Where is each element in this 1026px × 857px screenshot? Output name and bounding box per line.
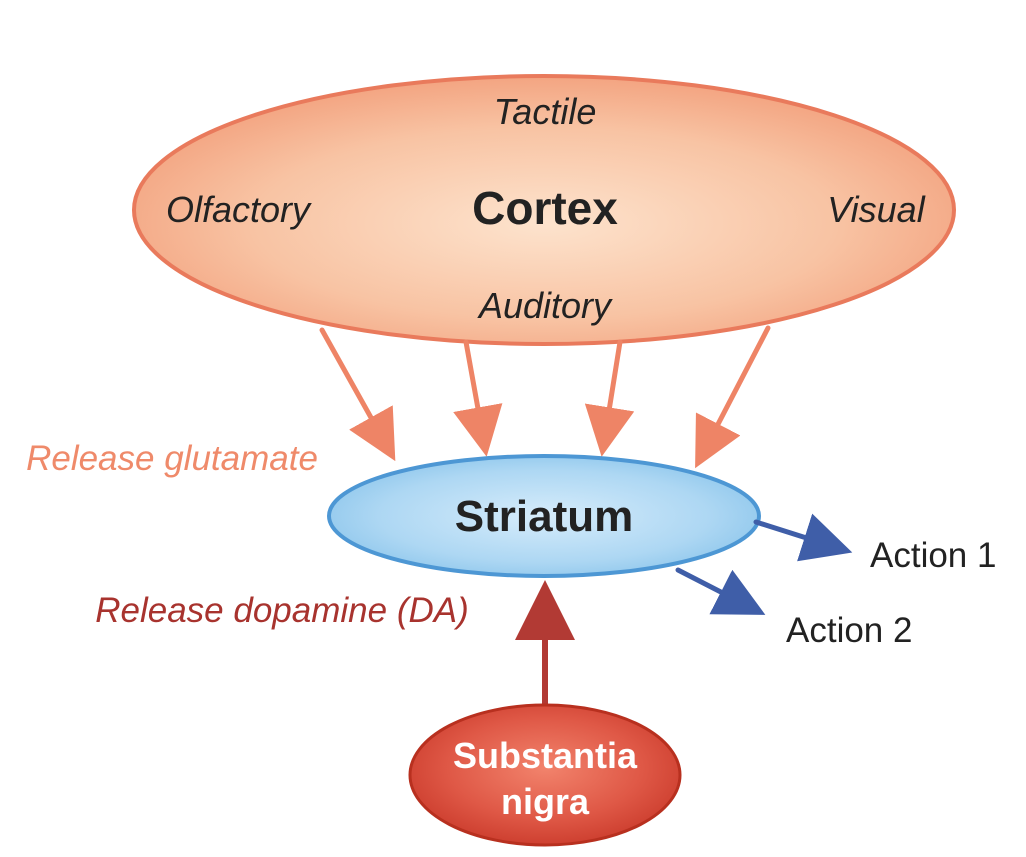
striatum-ellipse — [327, 454, 761, 578]
glutamate-arrow-4 — [695, 325, 771, 469]
substantia-nigra-ellipse — [408, 703, 682, 847]
cortex-ellipse — [132, 74, 956, 346]
substantia-nigra-line1: Substantia — [453, 735, 638, 776]
cortex-region-left-label: Olfactory — [166, 189, 312, 230]
cortex-region-top-label: Tactile — [494, 91, 597, 132]
cortex-region-bottom-label: Auditory — [477, 285, 613, 326]
glutamate-arrow-1 — [319, 327, 396, 462]
glutamate-label: Release glutamate — [26, 439, 318, 478]
cortex-title: Cortex — [472, 182, 618, 234]
dopamine-label: Release dopamine (DA) — [95, 591, 469, 630]
action-1-label: Action 1 — [870, 536, 996, 575]
glutamate-arrows — [319, 325, 771, 469]
glutamate-arrow-2 — [453, 339, 503, 457]
action-1-arrow — [753, 513, 853, 562]
substantia-nigra-line2: nigra — [501, 781, 590, 822]
glutamate-arrow-3 — [584, 339, 635, 457]
cortex-region-right-label: Visual — [827, 189, 925, 230]
action-arrows — [675, 513, 853, 615]
striatum-title: Striatum — [455, 492, 633, 541]
action-2-label: Action 2 — [786, 611, 912, 650]
action-2-arrow — [675, 567, 766, 615]
